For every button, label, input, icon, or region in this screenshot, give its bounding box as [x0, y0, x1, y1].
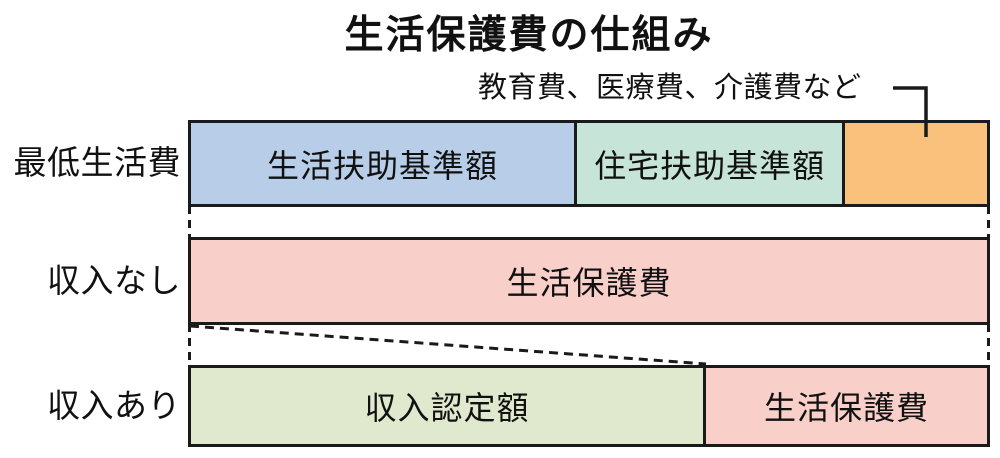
segment-housing-assistance-standard: 住宅扶助基準額 — [577, 123, 846, 204]
row-label-with-income: 収入あり — [47, 387, 181, 424]
segment-other-costs — [845, 123, 987, 204]
row-label-minimum-living-cost: 最低生活費 — [13, 144, 181, 181]
segment-livelihood-assistance-standard: 生活扶助基準額 — [191, 123, 578, 204]
bar-row-no-income: 生活保護費 — [188, 237, 990, 325]
connector-dashed-diagonal — [189, 324, 707, 366]
segment-certified-income-amount: 収入認定額 — [191, 368, 706, 444]
segment-welfare-benefit-partial: 生活保護費 — [706, 368, 987, 444]
annotation-label: 教育費、医療費、介護費など — [478, 72, 862, 104]
row-label-no-income: 収入なし — [47, 262, 181, 299]
segment-welfare-benefit-full: 生活保護費 — [191, 240, 987, 322]
page-title: 生活保護費の仕組み — [344, 14, 714, 57]
bar-row-minimum-living-cost: 生活扶助基準額 住宅扶助基準額 — [188, 120, 990, 207]
bar-row-with-income: 収入認定額 生活保護費 — [188, 365, 990, 447]
